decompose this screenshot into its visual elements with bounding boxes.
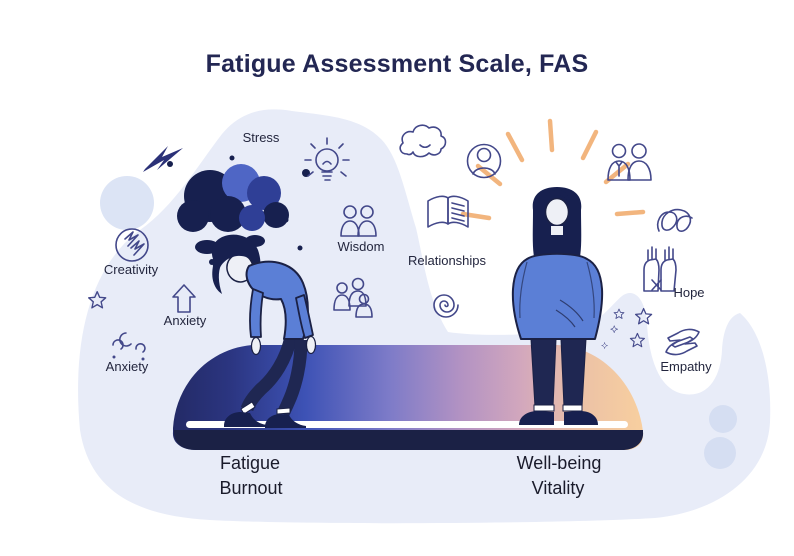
label-anxiety-upper: Anxiety xyxy=(163,313,207,328)
two-people-icon xyxy=(340,205,377,237)
raised-hands-icon xyxy=(643,246,677,292)
sun-rays-icon xyxy=(460,118,646,221)
anxiety-swirl-icon xyxy=(112,332,146,361)
up-arrow-icon xyxy=(172,284,196,313)
scale-left-line2: Burnout xyxy=(219,478,283,498)
scale-left-line1: Fatigue xyxy=(219,453,281,473)
lightbulb-icon xyxy=(304,137,350,181)
wellbeing-person xyxy=(511,187,604,425)
scale-bar-base xyxy=(173,430,644,450)
burnout-person xyxy=(211,234,317,428)
group-people-icon xyxy=(333,277,373,318)
tangled-loops-icon xyxy=(656,208,693,232)
person-in-circle-icon xyxy=(466,143,502,179)
label-stress: Stress xyxy=(242,130,280,145)
label-hope: Hope xyxy=(673,285,705,300)
empathy-hands-icon xyxy=(665,328,700,356)
colleagues-icon xyxy=(607,143,652,181)
page-title: Fatigue Assessment Scale, FAS xyxy=(205,50,589,78)
lightning-bolt-icon xyxy=(143,146,183,172)
decor-circle-left xyxy=(100,176,154,230)
creativity-bulb-icon xyxy=(115,228,149,262)
label-empathy: Empathy xyxy=(660,359,712,374)
label-anxiety-lower: Anxiety xyxy=(105,359,149,374)
thought-cloud-icon xyxy=(399,124,447,158)
open-book-icon xyxy=(427,195,469,228)
label-creativity: Creativity xyxy=(103,262,159,277)
scale-right-line2: Vitality xyxy=(531,478,585,498)
storm-clouds-icon xyxy=(167,155,310,267)
label-wisdom: Wisdom xyxy=(337,239,385,254)
decor-circle-right-2 xyxy=(704,437,736,469)
spiral-icon xyxy=(433,294,459,318)
scale-right-line1: Well-being xyxy=(516,453,602,473)
decor-circle-right-1 xyxy=(709,405,737,433)
label-relationships: Relationships xyxy=(407,253,487,268)
